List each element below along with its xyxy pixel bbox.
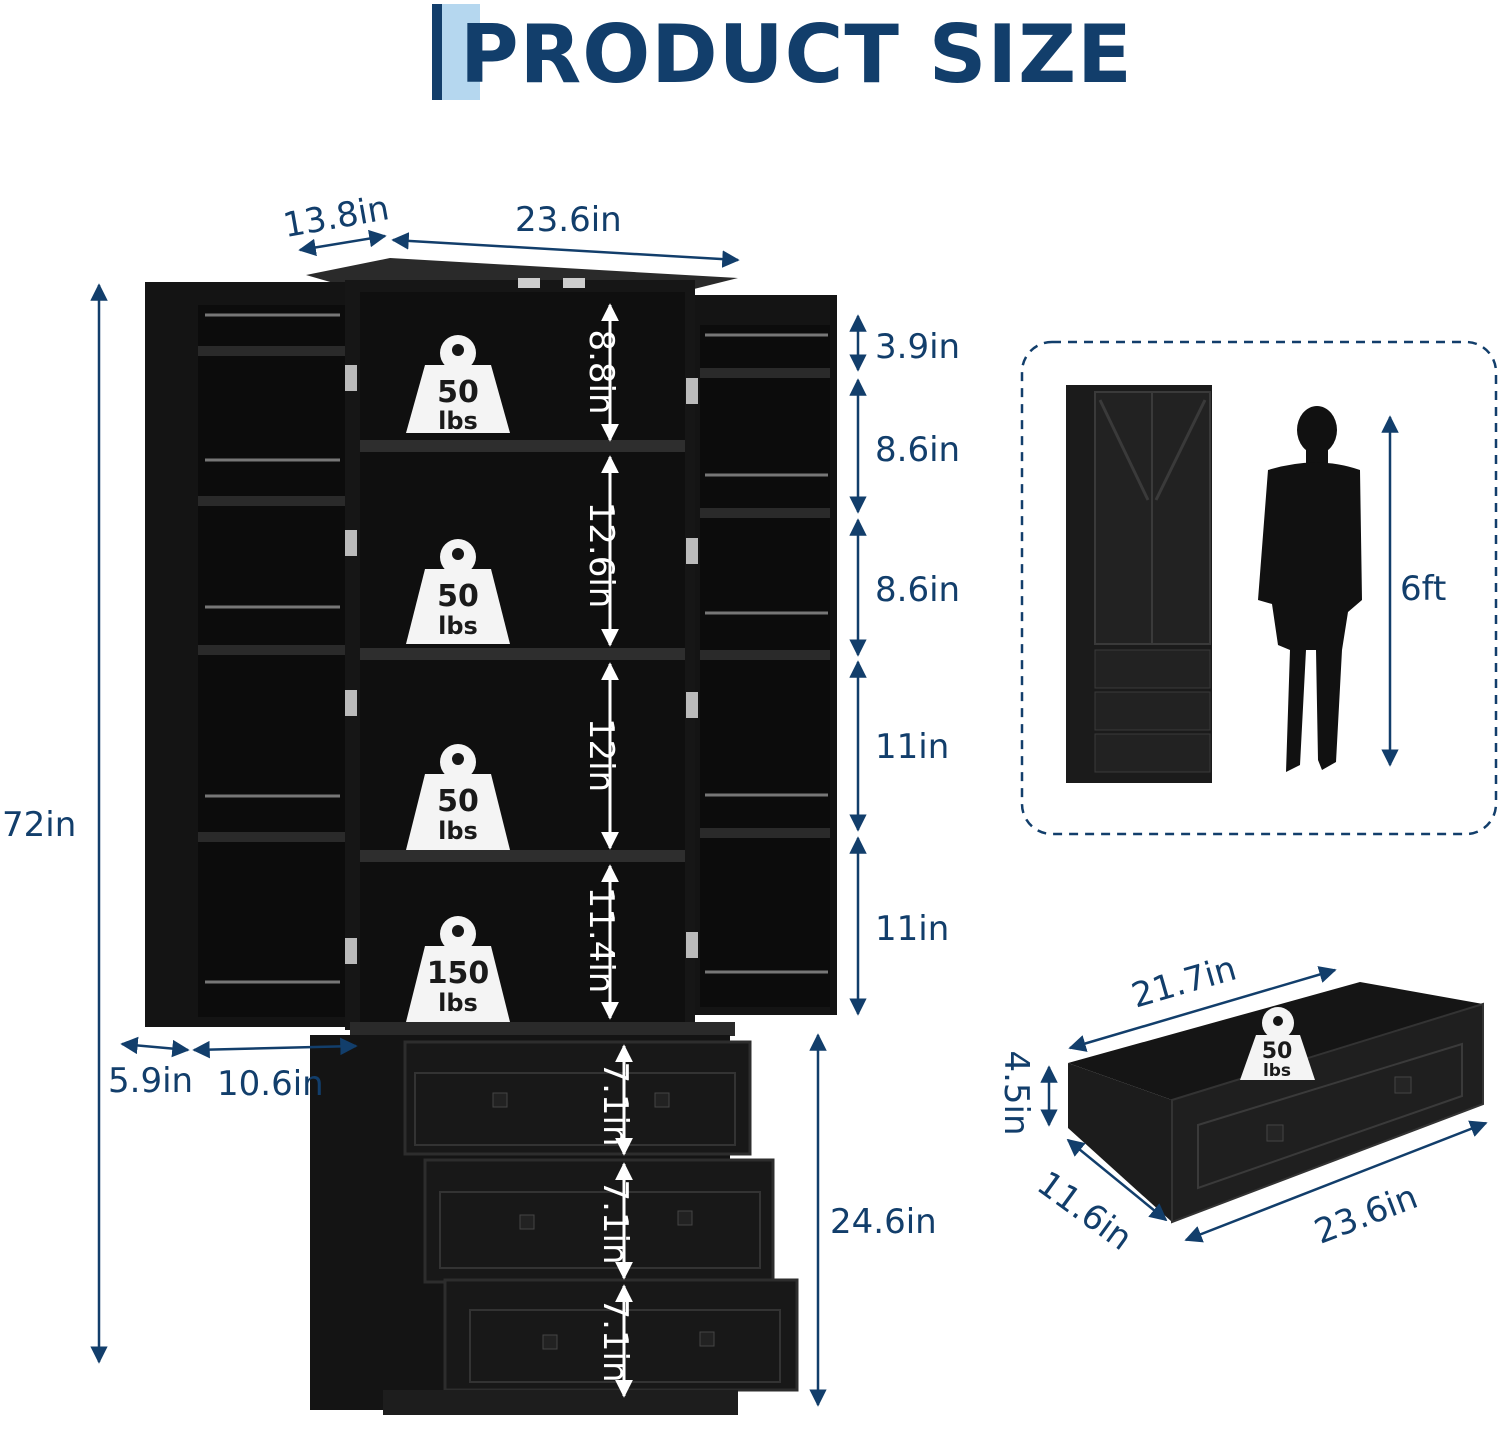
drawer-length-label: 21.7in — [1127, 948, 1241, 1016]
title-accent-bar — [432, 4, 442, 100]
lower-drawer-section — [310, 1035, 799, 1415]
drawer-weight-unit: lbs — [1263, 1061, 1291, 1081]
shelf-height-4: 11.4in — [581, 887, 621, 994]
right-door — [686, 295, 837, 1015]
shelf-weight-3: 50 — [437, 784, 479, 819]
total-height-label: 72in — [2, 805, 77, 845]
shelf-height-3: 12in — [581, 718, 621, 792]
cabinet-main — [306, 258, 738, 1036]
weight-badge-3: 50 lbs — [406, 744, 510, 850]
shelf-height-2: 12.6in — [581, 502, 621, 609]
lower-height-label: 24.6in — [830, 1202, 937, 1242]
left-door — [145, 282, 357, 1027]
shelf-weight-1: 50 — [437, 375, 479, 410]
dimension-lines — [90, 229, 867, 1407]
weight-badge-2: 50 lbs — [406, 539, 510, 644]
shelf-weight-4: 150 — [427, 956, 490, 991]
drawer-height-2: 7.1in — [595, 1179, 635, 1264]
drawer-front-width-label: 23.6in — [1309, 1177, 1423, 1253]
small-cabinet — [1066, 385, 1212, 783]
door-shelf-height-1: 3.9in — [875, 327, 961, 367]
shelf-height-1: 8.8in — [581, 329, 621, 414]
drawer-height-1: 7.1in — [595, 1061, 635, 1146]
shelf-weight-unit-3: lbs — [438, 817, 478, 845]
person-height-label: 6ft — [1400, 569, 1447, 609]
title-accent-highlight — [442, 4, 480, 100]
door-shelf-height-3: 8.6in — [875, 570, 961, 610]
drawer-dimension-lines — [1040, 966, 1488, 1243]
weight-badge-4: 150 lbs — [406, 916, 510, 1022]
drawer-height-3: 7.1in — [595, 1297, 635, 1382]
inner-shelf-arrows — [601, 303, 633, 1398]
door-shelf-height-5: 11in — [875, 909, 950, 949]
door-shelf-height-4: 11in — [875, 727, 950, 767]
person-silhouette — [1258, 406, 1362, 772]
drawer-depth-label: 11.6in — [1030, 1164, 1140, 1259]
drawer-detail: 50 lbs — [1068, 982, 1484, 1224]
shelf-weight-unit-1: lbs — [438, 407, 478, 435]
shelf-weight-unit-4: lbs — [438, 989, 478, 1017]
page-title: PRODUCT SIZE — [460, 8, 1133, 101]
door-shelf-height-2: 8.6in — [875, 430, 961, 470]
shelf-weight-2: 50 — [437, 579, 479, 614]
weight-badge-1: 50 lbs — [406, 335, 510, 435]
door-depth-outer-label: 5.9in — [108, 1061, 194, 1101]
door-depth-inner-label: 10.6in — [217, 1064, 324, 1104]
shelf-weight-unit-2: lbs — [438, 612, 478, 640]
scale-comparison-frame — [1020, 340, 1498, 836]
width-label: 23.6in — [515, 200, 622, 240]
drawer-height-label: 4.5in — [996, 1050, 1036, 1135]
